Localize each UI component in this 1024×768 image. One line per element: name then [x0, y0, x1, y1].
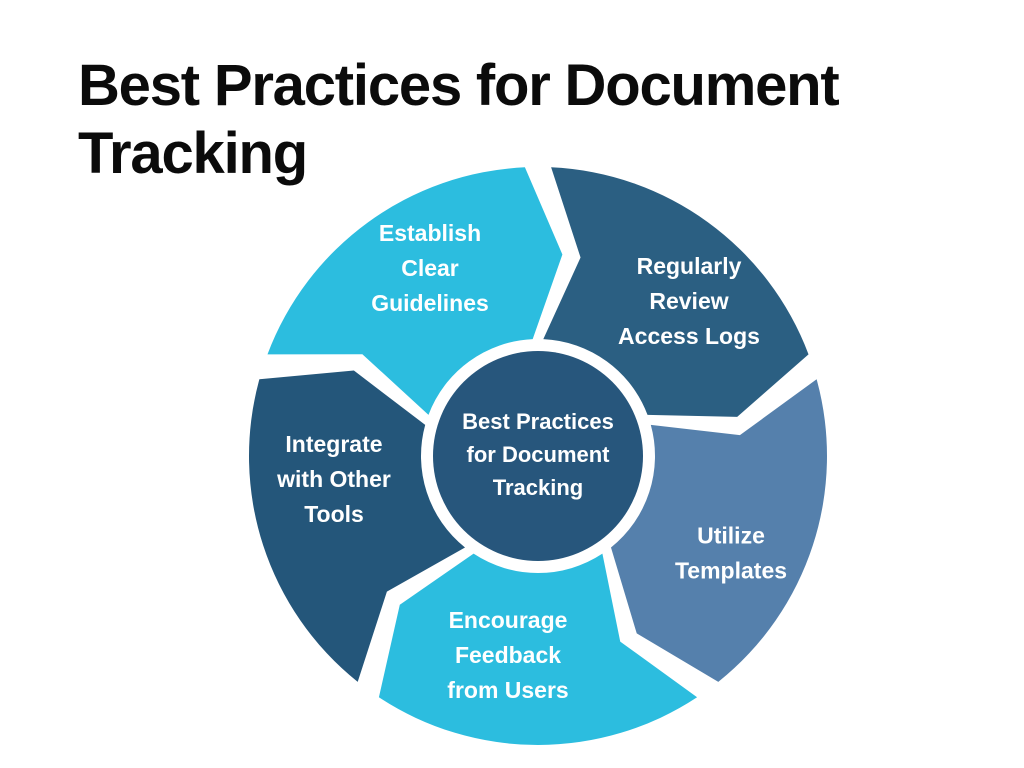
segment-label-line: Establish — [379, 220, 481, 246]
segment-establish-clear-guidelines[interactable] — [543, 167, 809, 417]
segment-label-line: Feedback — [455, 642, 561, 668]
segment-utilize-templates[interactable] — [378, 553, 698, 745]
segment-regularly-review-access-logs[interactable] — [610, 379, 827, 682]
segment-encourage-feedback-from-users[interactable] — [249, 370, 466, 682]
segment-label-line: Integrate — [285, 431, 382, 457]
segment-label-line: Encourage — [449, 607, 568, 633]
segment-label-line: Access Logs — [618, 323, 760, 349]
segment-label-line: Review — [649, 288, 728, 314]
hub-label-line: for Document — [467, 442, 611, 467]
segment-integrate-with-other-tools[interactable] — [267, 167, 563, 415]
segment-label-line: Clear — [401, 255, 459, 281]
hub-label-line: Tracking — [493, 475, 583, 500]
segment-label-line: Tools — [304, 501, 364, 527]
segment-label-line: Utilize — [697, 523, 765, 549]
segment-label-line: Regularly — [637, 253, 742, 279]
segment-label-line: with Other — [276, 466, 391, 492]
segment-group — [249, 167, 827, 745]
page-title: Best Practices for Document Tracking — [78, 53, 840, 187]
segment-label-line: Guidelines — [371, 290, 489, 316]
segment-label-line: Templates — [675, 558, 787, 584]
hub-circle — [433, 351, 643, 561]
segment-label-line: from Users — [447, 677, 568, 703]
hub-label-line: Best Practices — [462, 409, 614, 434]
